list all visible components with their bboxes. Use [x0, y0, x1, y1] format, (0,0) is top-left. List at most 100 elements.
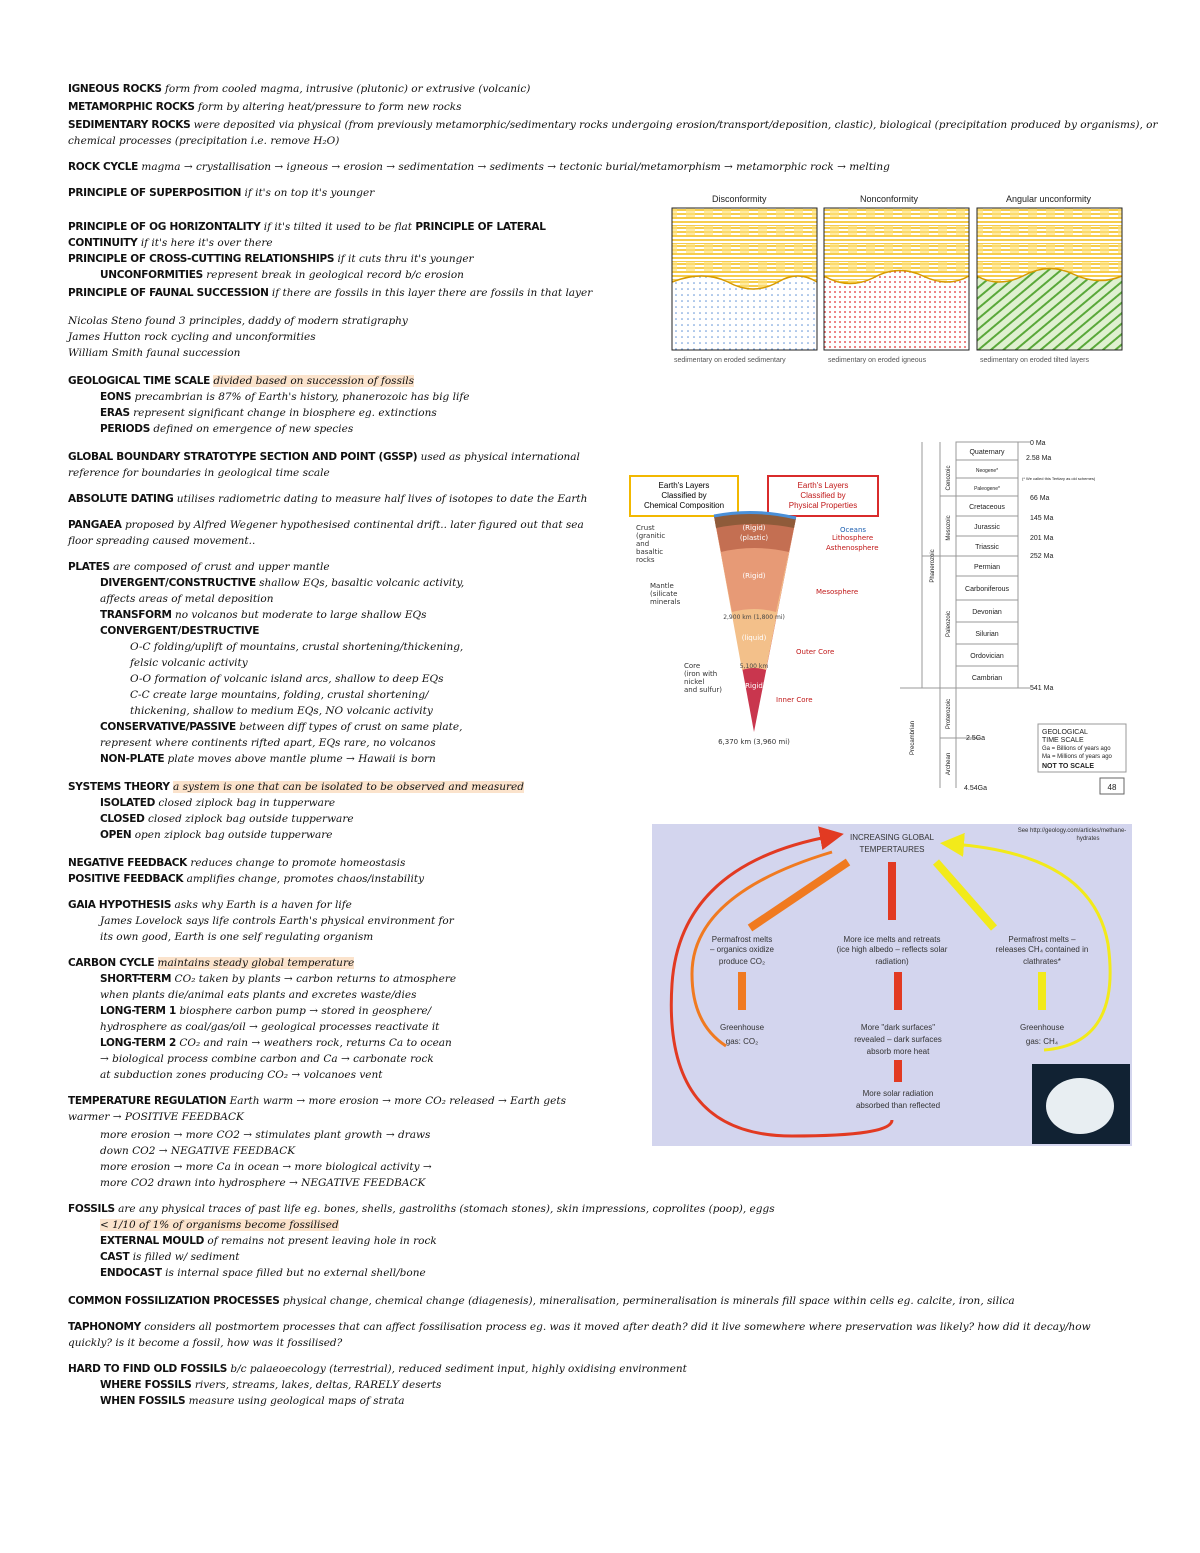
note-term: PRINCIPLE OF SUPERPOSITION	[68, 187, 242, 199]
note-line: ISOLATED closed ziplock bag in tupperwar…	[100, 796, 335, 810]
note-line: PANGAEA proposed by Alfred Wegener hypot…	[68, 518, 584, 532]
svg-text:(liquid): (liquid)	[742, 634, 767, 642]
svg-text:Outer Core: Outer Core	[796, 648, 834, 656]
note-line: PRINCIPLE OF FAUNAL SUCCESSION if there …	[68, 286, 592, 300]
note-text: if it's on top it's younger	[244, 187, 375, 199]
note-line: affects areas of metal deposition	[100, 592, 274, 606]
note-line: O-C folding/uplift of mountains, crustal…	[130, 640, 463, 654]
svg-text:Chemical Composition: Chemical Composition	[644, 501, 724, 510]
svg-text:sedimentary on eroded sediment: sedimentary on eroded sedimentary	[674, 357, 786, 364]
svg-text:Paleozoic: Paleozoic	[946, 611, 952, 637]
note-term: PRINCIPLE OF OG HORIZONTALITY	[68, 221, 261, 233]
note-term: GLOBAL BOUNDARY STRATOTYPE SECTION AND P…	[68, 451, 418, 463]
note-text: form from cooled magma, intrusive (pluto…	[165, 83, 531, 95]
svg-text:Classified by: Classified by	[661, 491, 706, 500]
note-line: TAPHONOMY considers all postmortem proce…	[68, 1320, 1091, 1334]
svg-text:Quaternary: Quaternary	[969, 449, 1005, 456]
svg-text:Classified by: Classified by	[800, 491, 845, 500]
time-scale-figure: Quaternary Neogene* Paleogene* Cretaceou…	[900, 438, 1136, 796]
note-text: warmer → POSITIVE FEEDBACK	[68, 1111, 244, 1123]
note-term: PERIODS	[100, 423, 150, 435]
svg-text:2.58 Ma: 2.58 Ma	[1026, 455, 1051, 462]
note-line: IGNEOUS ROCKS form from cooled magma, in…	[68, 82, 530, 96]
svg-text:(iron with: (iron with	[684, 670, 717, 678]
note-text: open ziplock bag outside tupperware	[134, 829, 333, 841]
svg-text:(* We called this Tertiary as: (* We called this Tertiary as old scheme…	[1022, 476, 1096, 481]
note-line: → biological process combine carbon and …	[100, 1052, 434, 1066]
note-line: < 1/10 of 1% of organisms become fossili…	[100, 1218, 339, 1232]
note-text: more CO2 drawn into hydrosphere → NEGATI…	[100, 1177, 426, 1189]
note-line: CLOSED closed ziplock bag outside tupper…	[100, 812, 354, 826]
svg-text:(silicate: (silicate	[650, 590, 677, 598]
svg-text:Mesosphere: Mesosphere	[816, 588, 858, 596]
note-line: warmer → POSITIVE FEEDBACK	[68, 1110, 244, 1124]
note-line: at subduction zones producing CO₂ → volc…	[100, 1068, 382, 1082]
svg-text:(plastic): (plastic)	[740, 534, 769, 542]
note-line: when plants die/animal eats plants and e…	[100, 988, 416, 1002]
note-line: METAMORPHIC ROCKS form by altering heat/…	[68, 100, 461, 114]
note-line: James Hutton rock cycling and unconformi…	[68, 330, 316, 344]
note-term: CAST	[100, 1251, 130, 1263]
note-text: more erosion → more CO2 → stimulates pla…	[100, 1129, 431, 1141]
svg-text:Ga = Billions of years ago: Ga = Billions of years ago	[1042, 746, 1111, 752]
note-line: CONTINUITY if it's here it's over there	[68, 236, 273, 250]
note-line: Nicolas Steno found 3 principles, daddy …	[68, 314, 408, 328]
svg-text:4.54Ga: 4.54Ga	[964, 785, 987, 792]
note-text: Nicolas Steno found 3 principles, daddy …	[68, 315, 408, 327]
note-line: SYSTEMS THEORY a system is one that can …	[68, 780, 524, 794]
note-text: more erosion → more Ca in ocean → more b…	[100, 1161, 432, 1173]
note-text: at subduction zones producing CO₂ → volc…	[100, 1069, 383, 1081]
svg-text:Neogene*: Neogene*	[976, 468, 998, 474]
note-text: rivers, streams, lakes, deltas, RARELY d…	[194, 1379, 442, 1391]
note-text: defined on emergence of new species	[153, 423, 354, 435]
note-term: NEGATIVE FEEDBACK	[68, 857, 188, 869]
note-text: hydrosphere as coal/gas/oil → geological…	[100, 1021, 440, 1033]
note-line: reference for boundaries in geological t…	[68, 466, 330, 480]
note-text: of remains not present leaving hole in r…	[207, 1235, 437, 1247]
svg-text:Archean: Archean	[946, 753, 952, 775]
note-text: magma → crystallisation → igneous → eros…	[141, 161, 890, 173]
svg-text:Paleogene*: Paleogene*	[974, 486, 1000, 492]
note-term: PLATES	[68, 561, 110, 573]
note-text: utilises radiometric dating to measure h…	[176, 493, 588, 505]
note-term: CLOSED	[100, 813, 145, 825]
svg-text:Permafrost melts: Permafrost melts	[712, 935, 772, 944]
note-line: down CO2 → NEGATIVE FEEDBACK	[100, 1144, 295, 1158]
svg-text:releases CH₄ contained in: releases CH₄ contained in	[996, 945, 1089, 954]
note-text: closed ziplock bag in tupperware	[158, 797, 336, 809]
note-text: O-C folding/uplift of mountains, crustal…	[130, 641, 464, 653]
svg-text:NOT TO SCALE: NOT TO SCALE	[1042, 763, 1094, 770]
svg-text:2,900 km (1,800 mi): 2,900 km (1,800 mi)	[723, 614, 785, 621]
svg-text:Earth's Layers: Earth's Layers	[798, 481, 849, 490]
note-line: more CO2 drawn into hydrosphere → NEGATI…	[100, 1176, 425, 1190]
note-text: if there are fossils in this layer there…	[271, 287, 593, 299]
svg-text:minerals: minerals	[650, 598, 681, 606]
svg-text:and: and	[636, 540, 649, 548]
svg-text:sedimentary on eroded tilted l: sedimentary on eroded tilted layers	[980, 357, 1089, 364]
svg-text:145 Ma: 145 Ma	[1030, 515, 1053, 522]
svg-text:(Rigid): (Rigid)	[742, 682, 765, 690]
note-term: ERAS	[100, 407, 130, 419]
note-text: a system is one that can be isolated to …	[173, 781, 524, 793]
note-term: SHORT-TERM	[100, 973, 172, 985]
note-term: OPEN	[100, 829, 132, 841]
note-term: ROCK CYCLE	[68, 161, 139, 173]
note-text: its own good, Earth is one self regulati…	[100, 931, 374, 943]
svg-text:(Rigid): (Rigid)	[742, 524, 765, 532]
note-line: NON-PLATE plate moves above mantle plume…	[100, 752, 436, 766]
svg-text:Devonian: Devonian	[972, 609, 1002, 616]
note-term: CONVERGENT/DESTRUCTIVE	[100, 625, 260, 637]
note-line: more erosion → more CO2 → stimulates pla…	[100, 1128, 430, 1142]
note-text: O-O formation of volcanic island arcs, s…	[130, 673, 444, 685]
note-line: PRINCIPLE OF OG HORIZONTALITY if it's ti…	[68, 220, 546, 234]
svg-text:– organics oxidize: – organics oxidize	[710, 945, 775, 954]
note-line: OPEN open ziplock bag outside tupperware	[100, 828, 332, 842]
note-term: EONS	[100, 391, 132, 403]
svg-text:Asthenosphere: Asthenosphere	[826, 544, 879, 552]
svg-text:nickel: nickel	[684, 678, 704, 686]
note-text: closed ziplock bag outside tupperware	[147, 813, 354, 825]
note-text: precambrian is 87% of Earth's history, p…	[134, 391, 470, 403]
svg-text:Mesozoic: Mesozoic	[946, 515, 952, 540]
note-text: b/c palaeoecology (terrestrial), reduced…	[230, 1363, 687, 1375]
note-line: PRINCIPLE OF SUPERPOSITION if it's on to…	[68, 186, 374, 200]
